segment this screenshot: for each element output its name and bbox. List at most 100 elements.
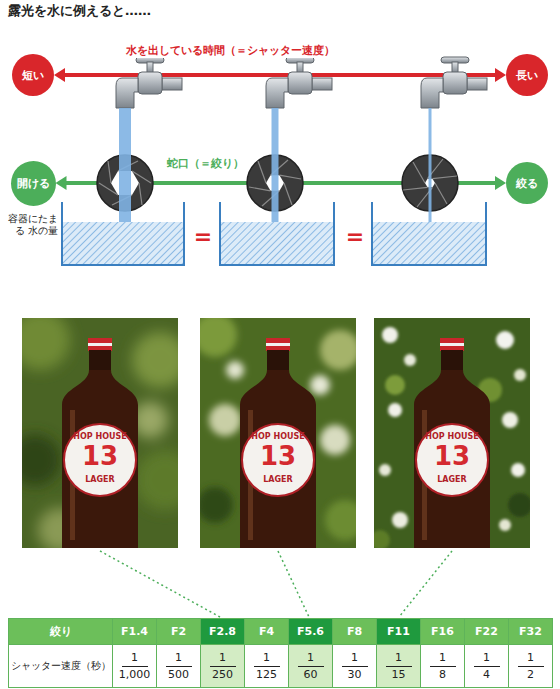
water — [62, 222, 184, 265]
fraction-numerator: 1 — [342, 651, 368, 666]
fraction-denominator: 4 — [483, 667, 490, 681]
equal-sign: = — [346, 224, 364, 249]
table-header: 絞り — [50, 625, 72, 638]
aperture-value: F5.6 — [297, 625, 324, 638]
bottle-label-number: 13 — [434, 443, 470, 469]
fraction-denominator: 8 — [439, 667, 446, 681]
photo — [200, 318, 356, 548]
fraction-denominator: 2 — [527, 667, 534, 681]
side-note: 容器にたまる 水の量 — [0, 213, 58, 236]
table-cell: F2.8 — [200, 618, 245, 645]
aperture-value: F32 — [519, 625, 542, 638]
table-cell: シャッター速度（秒） — [8, 644, 113, 688]
table-cell: F22 — [464, 618, 509, 645]
faucet — [266, 57, 332, 108]
bottle-label-text: LAGER — [437, 475, 466, 484]
fraction-numerator: 1 — [518, 651, 544, 666]
fraction-numerator: 1 — [474, 651, 500, 666]
table-row-header: シャッター速度（秒） — [11, 660, 111, 671]
arrow-head — [495, 176, 506, 190]
aperture-value: F2.8 — [209, 625, 236, 638]
fraction-numerator: 1 — [122, 651, 148, 666]
table-cell: F4 — [244, 618, 289, 645]
bottle-label-text: LAGER — [263, 475, 292, 484]
arrow-head — [56, 176, 67, 190]
equal-sign: = — [194, 224, 212, 249]
aperture-value: F8 — [347, 625, 362, 638]
aperture-value: F11 — [387, 625, 410, 638]
faucet — [421, 57, 487, 108]
aperture-value: F16 — [431, 625, 454, 638]
bottle-label-text: HOP HOUSE — [425, 432, 478, 441]
circle-label: 長い — [516, 68, 538, 83]
table-cell: F1.4 — [112, 618, 157, 645]
table-cell: 11,000 — [112, 644, 157, 688]
water-stream — [119, 108, 131, 224]
table-cell: F16 — [420, 618, 465, 645]
table-cell: 14 — [464, 644, 509, 688]
fraction-numerator: 1 — [166, 651, 192, 666]
arrow-head — [54, 68, 65, 82]
water-stream — [272, 108, 279, 224]
table-cell: 18 — [420, 644, 465, 688]
table-cell: 160 — [288, 644, 333, 688]
table-cell: F2 — [156, 618, 201, 645]
photo — [374, 318, 530, 548]
table-cell: 12 — [508, 644, 553, 688]
label-circle: 短い — [12, 54, 54, 96]
faucet — [116, 57, 182, 108]
label-circle: 開ける — [11, 161, 56, 206]
label-circle: 絞る — [506, 162, 548, 204]
water-stream — [429, 108, 432, 224]
table-cell: 115 — [376, 644, 421, 688]
label-circle: 長い — [506, 54, 548, 96]
table-cell: 1125 — [244, 644, 289, 688]
fraction-numerator: 1 — [298, 651, 324, 666]
table-cell: F8 — [332, 618, 377, 645]
fraction-numerator: 1 — [254, 651, 280, 666]
water — [220, 222, 334, 265]
table-cell: F11 — [376, 618, 421, 645]
water — [372, 222, 486, 265]
fraction-numerator: 1 — [386, 651, 412, 666]
aperture-value: F1.4 — [121, 625, 148, 638]
circle-label: 絞る — [516, 176, 538, 191]
circle-label: 短い — [22, 68, 44, 83]
table-cell: F5.6 — [288, 618, 333, 645]
bottle-label-number: 13 — [82, 443, 118, 469]
fraction-denominator: 250 — [212, 667, 233, 681]
table-cell: 130 — [332, 644, 377, 688]
table-cell: 絞り — [8, 618, 113, 645]
arrow-line — [63, 73, 497, 77]
table-cell: 1500 — [156, 644, 201, 688]
leader-line — [100, 551, 452, 617]
aperture-value: F2 — [171, 625, 186, 638]
bottle-label-text: LAGER — [85, 475, 114, 484]
photo — [22, 318, 178, 548]
aperture-value: F4 — [259, 625, 274, 638]
container — [372, 202, 486, 265]
bottle-label-number: 13 — [260, 443, 296, 469]
bottle-label-text: HOP HOUSE — [73, 432, 126, 441]
container — [62, 202, 184, 265]
fraction-denominator: 60 — [304, 667, 318, 681]
fraction-numerator: 1 — [430, 651, 456, 666]
title: 露光を水に例えると…… — [8, 4, 151, 19]
aperture-value: F22 — [475, 625, 498, 638]
table-cell: F32 — [508, 618, 553, 645]
arrow-label: 水を出している時間（＝シャッター速度） — [124, 45, 337, 58]
circle-label: 開ける — [17, 176, 50, 191]
fraction-denominator: 1,000 — [119, 667, 151, 681]
bottle-label-text: HOP HOUSE — [251, 432, 304, 441]
arrow-label: 蛇口（＝絞り） — [165, 158, 246, 171]
fraction-denominator: 500 — [168, 667, 189, 681]
fraction-denominator: 30 — [348, 667, 362, 681]
table-cell: 1250 — [200, 644, 245, 688]
container — [220, 202, 334, 265]
fraction-denominator: 125 — [256, 667, 277, 681]
fraction-denominator: 15 — [392, 667, 406, 681]
arrow-head — [495, 68, 506, 82]
fraction-numerator: 1 — [210, 651, 236, 666]
